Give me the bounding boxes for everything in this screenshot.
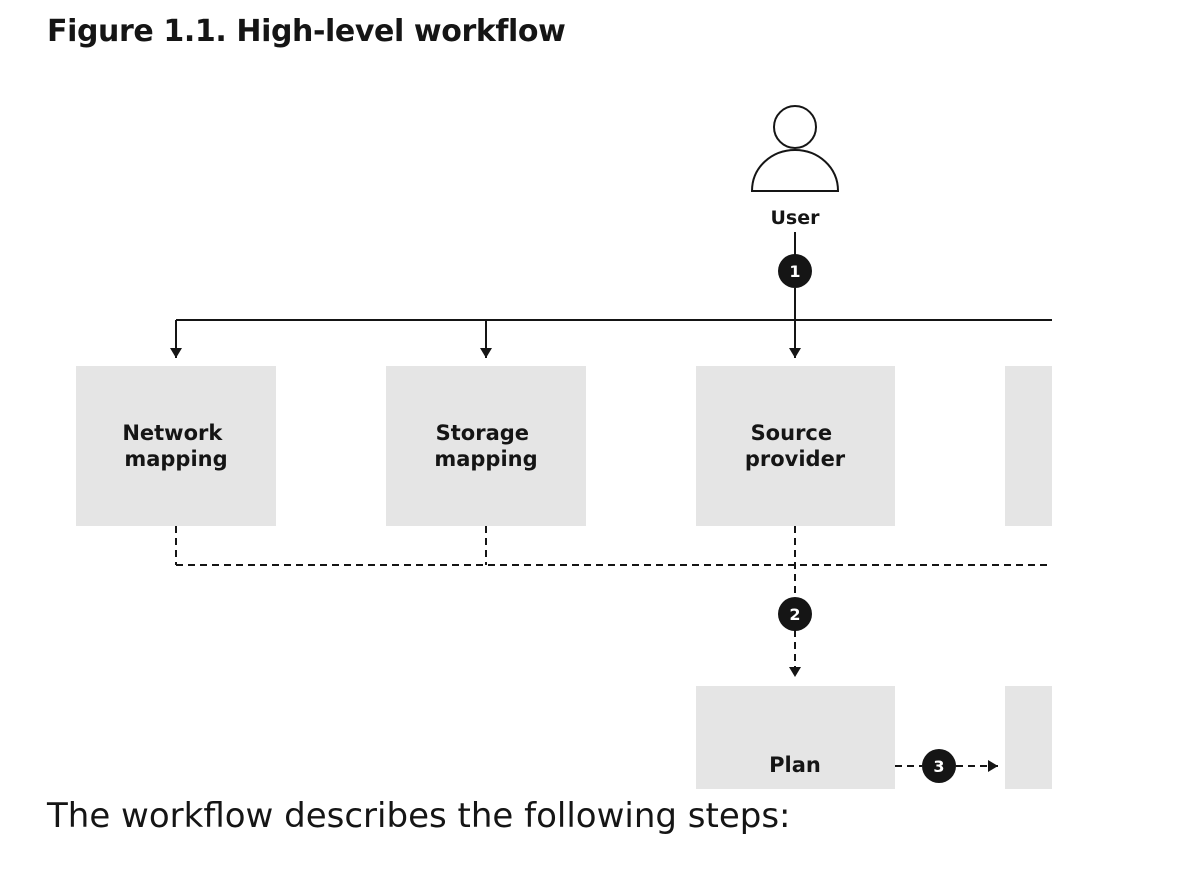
- storage-mapping-box: [386, 366, 586, 526]
- network-mapping-label-line-1: Network: [122, 421, 223, 445]
- network-mapping-box: [76, 366, 276, 526]
- workflow-description: The workflow describes the following ste…: [47, 796, 791, 836]
- network-mapping-label-line-2: mapping: [124, 447, 227, 471]
- step-badge-3-number: 3: [933, 757, 944, 776]
- step-badge-1: [778, 254, 812, 288]
- step-badge-2-number: 2: [789, 605, 800, 624]
- cropped-right-box-top: [1005, 366, 1052, 526]
- dashed-connectors: [175, 526, 1052, 772]
- source-provider-label: Source provider: [745, 421, 846, 471]
- source-provider-box: [696, 366, 895, 526]
- storage-mapping-label: Storage mapping: [434, 421, 537, 471]
- source-provider-label-line-1: Source: [751, 421, 833, 445]
- source-provider-label-line-2: provider: [745, 447, 846, 471]
- storage-mapping-label-line-2: mapping: [434, 447, 537, 471]
- step-badge-3: [922, 749, 956, 783]
- step-badge-1-number: 1: [789, 262, 800, 281]
- user-icon: [750, 105, 840, 192]
- plan-box: [696, 686, 895, 789]
- plan-label: Plan: [769, 753, 821, 777]
- figure-title: Figure 1.1. High-level workflow: [47, 14, 566, 49]
- user-label: User: [771, 207, 821, 229]
- network-mapping-label: Network mapping: [122, 421, 229, 471]
- cropped-right-box-bottom: [1005, 686, 1052, 789]
- top-solid-connectors: [170, 232, 1052, 358]
- step-badge-2: [778, 597, 812, 631]
- storage-mapping-label-line-1: Storage: [436, 421, 529, 445]
